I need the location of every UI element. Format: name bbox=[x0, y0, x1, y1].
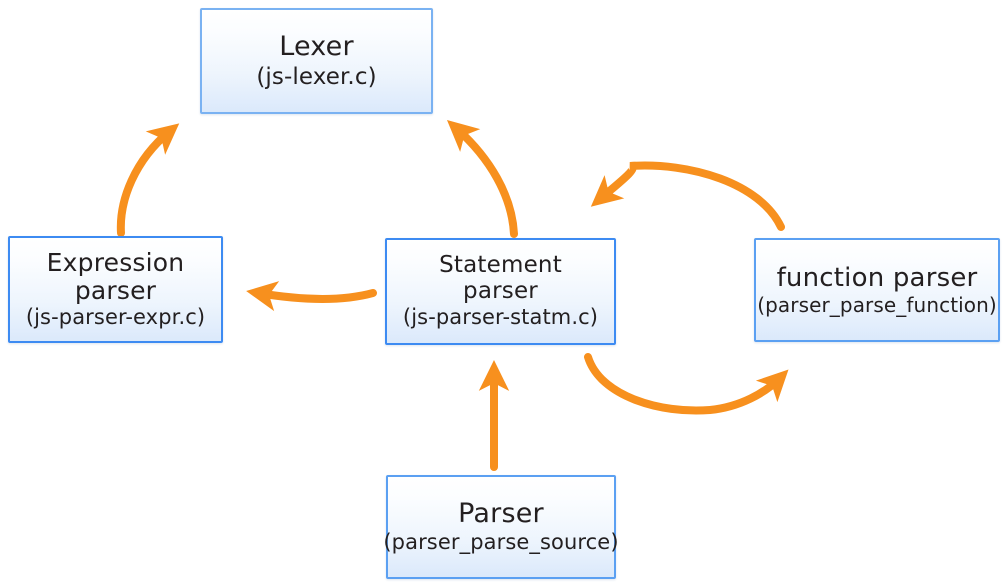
node-lexer-subtitle: (js-lexer.c) bbox=[256, 63, 377, 90]
edge-expression-parser-to-lexer bbox=[116, 123, 180, 237]
node-statement-parser-title: Statement parser bbox=[439, 252, 562, 305]
node-parser-title: Parser bbox=[458, 498, 544, 530]
edge-statement-parser-to-expression-parser bbox=[246, 281, 377, 312]
node-expression-parser-title: Expression parser bbox=[46, 248, 185, 306]
node-function-parser-subtitle: (parser_parse_function) bbox=[757, 292, 997, 317]
edge-statement-parser-to-lexer bbox=[446, 120, 518, 238]
node-statement-parser[interactable]: Statement parser (js-parser-statm.c) bbox=[385, 238, 616, 345]
node-function-parser[interactable]: function parser (parser_parse_function) bbox=[754, 238, 1000, 342]
node-parser-subtitle: (parser_parse_source) bbox=[383, 529, 619, 554]
node-parser[interactable]: Parser (parser_parse_source) bbox=[383, 475, 619, 579]
node-lexer[interactable]: Lexer (js-lexer.c) bbox=[200, 8, 433, 114]
node-statement-parser-subtitle: (js-parser-statm.c) bbox=[402, 304, 599, 329]
node-expression-parser-subtitle: (js-parser-expr.c) bbox=[25, 305, 206, 330]
node-function-parser-title: function parser bbox=[776, 262, 978, 293]
node-lexer-title: Lexer bbox=[279, 31, 354, 63]
node-expression-parser[interactable]: Expression parser (js-parser-expr.c) bbox=[8, 236, 223, 343]
edge-function-parser-to-statement-parser bbox=[590, 161, 785, 231]
edge-statement-parser-to-function-parser bbox=[584, 353, 789, 415]
